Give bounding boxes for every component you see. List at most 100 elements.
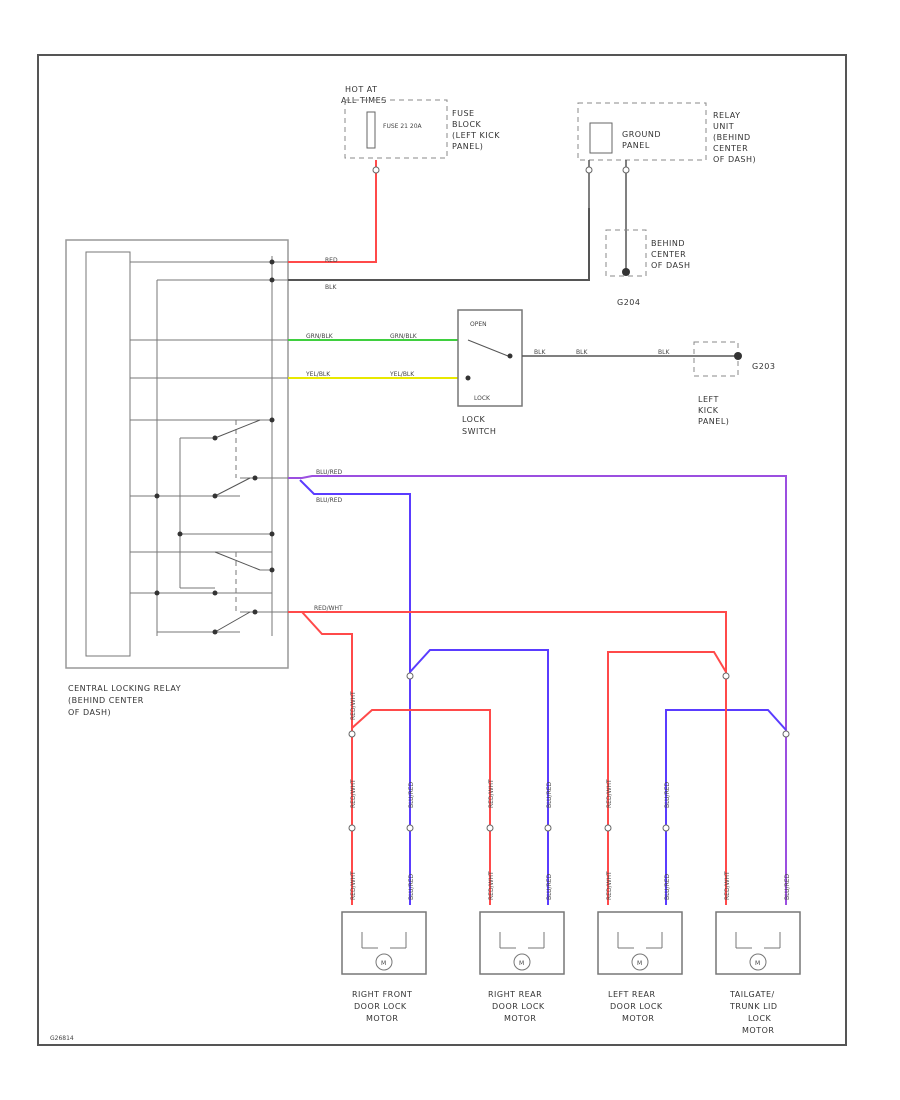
hot-at-label: HOT AT	[345, 85, 377, 94]
motor-tg-line-4: MOTOR	[742, 1026, 774, 1035]
wire-blue-to-rr	[409, 649, 549, 905]
wire-blue-to-rf	[299, 479, 411, 905]
wire-label-red-wht: RED/WHT	[314, 605, 343, 612]
lock-switch-line-2: SWITCH	[462, 427, 496, 436]
motor-tailgate: M TAILGATE/ TRUNK LID LOCK MOTOR	[715, 911, 801, 1035]
svg-text:RED/WHT: RED/WHT	[350, 871, 357, 900]
svg-text:RED/WHT: RED/WHT	[724, 871, 731, 900]
wire-label-blu-red-2: BLU/RED	[316, 497, 343, 504]
wire-label-grn-blk-1: GRN/BLK	[306, 333, 334, 340]
motor-rr-line-2: DOOR LOCK	[492, 1002, 545, 1011]
relay-unit-box	[577, 102, 707, 161]
svg-text:RED/WHT: RED/WHT	[488, 779, 495, 808]
motor-rf-line-1: RIGHT FRONT	[352, 990, 412, 999]
wire-red-to-tailgate	[302, 611, 727, 905]
relay-switch-2	[214, 611, 251, 633]
ground-g203-box	[693, 341, 739, 377]
svg-text:BLU/RED: BLU/RED	[664, 781, 671, 808]
svg-text:BLU/RED: BLU/RED	[408, 873, 415, 900]
svg-text:BLU/RED: BLU/RED	[546, 781, 553, 808]
fuse-block-line-2: BLOCK	[452, 120, 482, 129]
motor-rr-line-3: MOTOR	[504, 1014, 536, 1023]
behind-center-line-1: BEHIND	[651, 239, 685, 248]
central-relay-module	[85, 251, 131, 657]
ground-g203-dot	[734, 352, 742, 360]
g204-label: G204	[617, 298, 640, 307]
wire-blk-to-ground	[288, 208, 590, 281]
wire-label-blk-2: BLK	[534, 349, 546, 356]
switch-contact	[465, 375, 471, 381]
switch-lock-label: LOCK	[474, 395, 491, 402]
ground-g204-dot	[622, 268, 630, 276]
wire-label-blk: BLK	[325, 284, 337, 291]
motor-lr-line-1: LEFT REAR	[608, 990, 656, 999]
svg-text:RED/WHT: RED/WHT	[350, 691, 357, 720]
svg-text:BLU/RED: BLU/RED	[664, 873, 671, 900]
relay-unit-line-4: CENTER	[713, 144, 748, 153]
vertical-wire-labels: RED/WHT RED/WHT RED/WHT BLU/RED BLU/RED …	[350, 691, 791, 900]
motor-symbol: M	[381, 960, 386, 967]
svg-text:RED/WHT: RED/WHT	[350, 779, 357, 808]
wire-red-to-rf	[288, 611, 353, 905]
motor-rr-line-1: RIGHT REAR	[488, 990, 542, 999]
relay-unit-line-1: RELAY	[713, 111, 741, 120]
ground-panel-line-2: PANEL	[622, 141, 650, 150]
svg-text:BLU/RED: BLU/RED	[408, 781, 415, 808]
wire-red-to-lr	[607, 651, 727, 905]
relay-unit-line-2: UNIT	[713, 122, 734, 131]
fuse-block-line-1: FUSE	[452, 109, 475, 118]
wire-label-grn-blk-2: GRN/BLK	[390, 333, 418, 340]
svg-text:BLU/RED: BLU/RED	[784, 873, 791, 900]
left-kick-line-2: KICK	[698, 406, 719, 415]
relay-unit-line-3: (BEHIND	[713, 133, 751, 142]
motor-tg-line-2: TRUNK LID	[729, 1002, 778, 1011]
central-relay-box	[65, 239, 289, 669]
wire-label-red: RED	[325, 257, 338, 264]
behind-center-line-2: CENTER	[651, 250, 686, 259]
diagram-border	[37, 54, 847, 1046]
motor-tg-line-3: LOCK	[748, 1014, 772, 1023]
motor-right-front: M RIGHT FRONT DOOR LOCK MOTOR	[341, 911, 427, 1023]
motor-symbol: M	[519, 960, 524, 967]
svg-text:RED/WHT: RED/WHT	[606, 779, 613, 808]
fuse-block-line-3: (LEFT KICK	[452, 131, 500, 140]
left-kick-line-1: LEFT	[698, 395, 719, 404]
fuse-symbol	[366, 111, 376, 149]
ground-panel-symbol	[589, 122, 613, 154]
g203-label: G203	[752, 362, 775, 371]
svg-text:RED/WHT: RED/WHT	[488, 871, 495, 900]
motor-lr-line-3: MOTOR	[622, 1014, 654, 1023]
svg-text:BLU/RED: BLU/RED	[546, 873, 553, 900]
lock-switch-line-1: LOCK	[462, 415, 486, 424]
motor-rf-line-2: DOOR LOCK	[354, 1002, 407, 1011]
switch-open-label: OPEN	[470, 321, 487, 328]
motor-symbol: M	[637, 960, 642, 967]
wire-label-blu-red-1: BLU/RED	[316, 469, 343, 476]
connector-markers	[348, 166, 790, 832]
wire-label-yel-blk-1: YEL/BLK	[305, 371, 331, 378]
ground-g204-box	[605, 229, 647, 277]
motor-right-rear: M RIGHT REAR DOOR LOCK MOTOR	[479, 911, 565, 1023]
fuse-text: FUSE 21 20A	[383, 123, 423, 130]
lock-switch-box	[457, 309, 523, 407]
ground-panel-line-1: GROUND	[622, 130, 661, 139]
behind-center-line-3: OF DASH	[651, 261, 691, 270]
relay-junction-dots	[154, 259, 275, 635]
svg-text:RED/WHT: RED/WHT	[606, 871, 613, 900]
motor-symbol: M	[755, 960, 760, 967]
wire-blue-to-lr	[665, 709, 787, 905]
relay-switch-1	[214, 477, 251, 497]
reference-code: G26814	[50, 1035, 74, 1042]
switch-pivot	[507, 353, 513, 359]
motor-rf-line-3: MOTOR	[366, 1014, 398, 1023]
central-relay-line-1: CENTRAL LOCKING RELAY	[68, 684, 181, 693]
wire-red-to-fuse	[288, 160, 377, 263]
wire-label-blk-4: BLK	[658, 349, 670, 356]
relay-unit-line-5: OF DASH)	[713, 155, 756, 164]
switch-blade	[467, 339, 509, 357]
relay-switch-4	[214, 551, 261, 571]
motor-tg-line-1: TAILGATE/	[729, 990, 775, 999]
relay-switch-3	[214, 419, 261, 439]
wire-purple-to-tailgate	[288, 475, 787, 905]
